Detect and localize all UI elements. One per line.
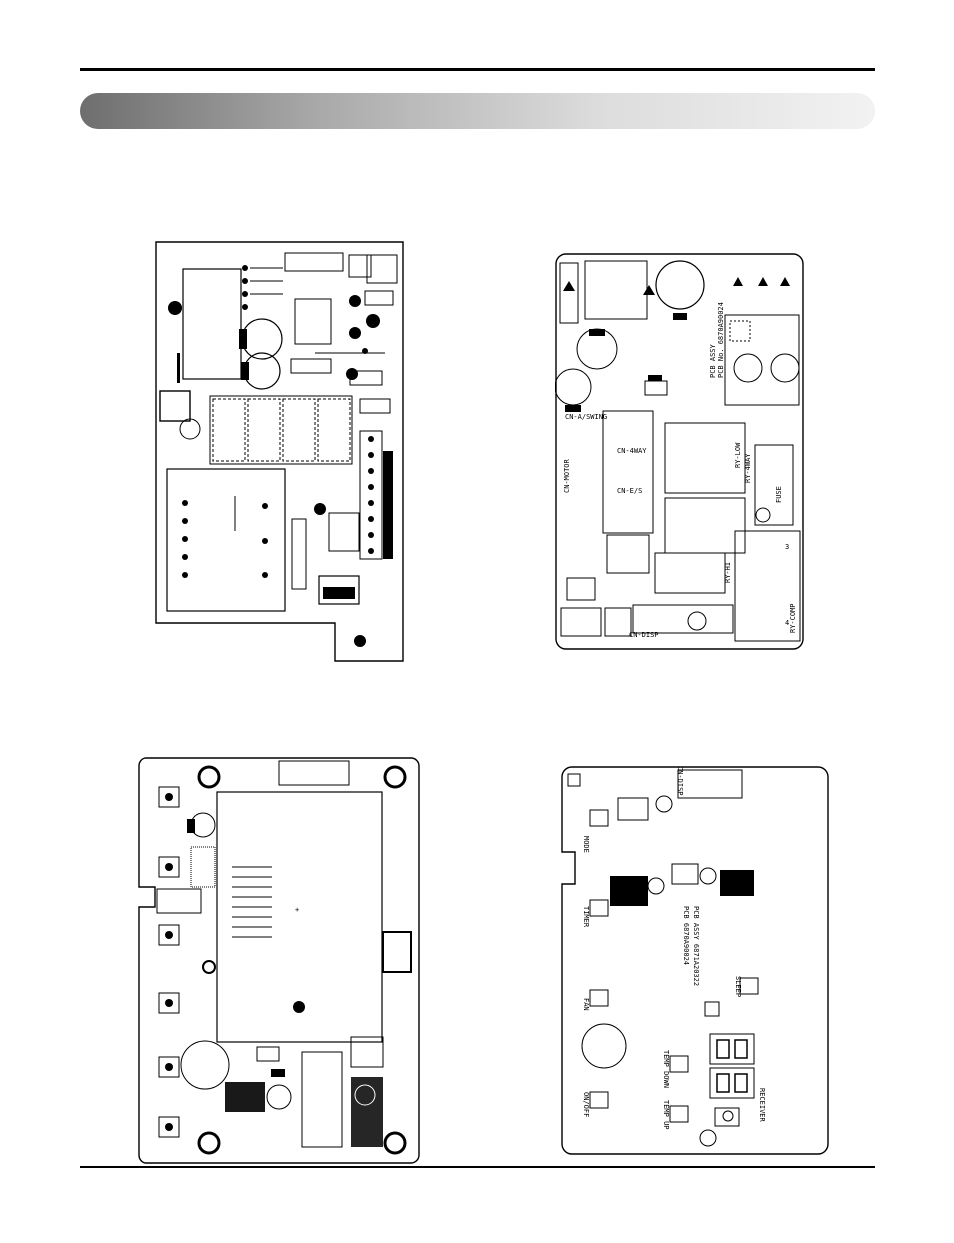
pcb-board-control-left: +: [137, 757, 421, 1165]
pcb-board-display-right: MODE TIMER FAN ON/OFF TEMP DOWN TEMP UP …: [560, 766, 830, 1156]
label-temp-down: TEMP DOWN: [662, 1050, 670, 1088]
label-sleep: SLEEP: [734, 976, 742, 997]
label-temp-up: TEMP UP: [662, 1100, 670, 1130]
label-fan: FAN: [582, 998, 590, 1011]
section-banner: [80, 93, 875, 129]
label-ry-hi: RY-HI: [724, 562, 732, 583]
label-timer: TIMER: [582, 906, 590, 928]
label-pcb-no: PCB No. 6870A90024: [717, 302, 725, 378]
label-cn-disp: CN-DISP: [629, 631, 659, 639]
label-fuse: FUSE: [775, 486, 783, 503]
label-on-off: ON/OFF: [582, 1092, 590, 1117]
header-rule: [80, 68, 875, 71]
label-ry-comp: RY-COMP: [789, 603, 797, 633]
svg-text:3: 3: [785, 543, 789, 551]
label-cn-4way: CN-4WAY: [617, 447, 647, 455]
label-mode: MODE: [582, 836, 590, 853]
svg-text:+: +: [295, 906, 299, 914]
label-pcb-assy: PCB ASSY: [709, 343, 717, 378]
pcb-board-main-left: [155, 241, 405, 663]
label-ry-4way: RY-4WAY: [744, 453, 752, 483]
label-cn-es: CN-E/S: [617, 487, 642, 495]
svg-text:4: 4: [785, 619, 789, 627]
label-cn-motor: CN-MOTOR: [563, 458, 571, 493]
label-pcb-assy-number: PCB ASSY 6871A20322: [692, 906, 700, 986]
label-cn-aswing: CN-A/SWING: [565, 413, 607, 421]
label-receiver: RECEIVER: [758, 1088, 766, 1123]
label-ry-low: RY-LOW: [734, 442, 742, 468]
label-pcb-number: PCB 6870A90024: [682, 906, 690, 965]
footer-rule: [80, 1166, 875, 1168]
label-cn-disp-bottom: CN-DISP: [676, 766, 684, 796]
pcb-board-main-right: 3 4 CN-MOTOR CN-4WAY CN-E/S CN-A/SWING C…: [555, 253, 805, 651]
